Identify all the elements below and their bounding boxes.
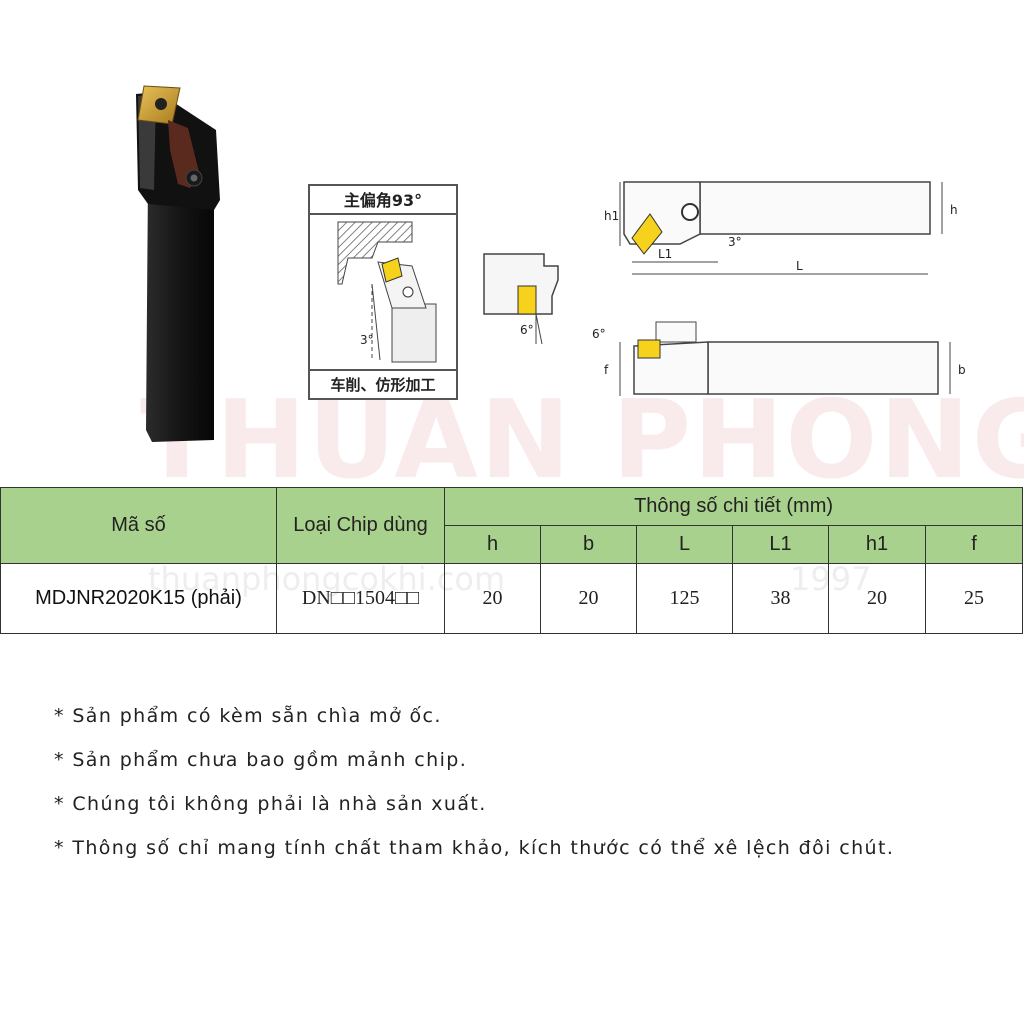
header-code: Mã số bbox=[0, 487, 277, 564]
watermark-brand: THUAN PHONG bbox=[140, 378, 1024, 503]
note-item: * Sản phẩm chưa bao gồm mảnh chip. bbox=[54, 749, 468, 771]
notes-list: * Sản phẩm có kèm sẵn chìa mở ốc. * Sản … bbox=[54, 700, 894, 876]
header-chip: Loại Chip dùng bbox=[276, 487, 445, 564]
note-item: * Sản phẩm có kèm sẵn chìa mở ốc. bbox=[54, 705, 442, 727]
header-spec-group: Thông số chi tiết (mm) bbox=[443, 487, 1024, 526]
diagram-side-view: 6° bbox=[483, 253, 559, 345]
table-row: MDJNR2020K15 (phải) DN□□1504□□ 20 20 125… bbox=[0, 563, 1024, 634]
header-f: f bbox=[924, 525, 1024, 564]
cell-f: 25 bbox=[924, 563, 1024, 634]
angle-6: 6° bbox=[520, 323, 534, 337]
cell-L1: 38 bbox=[732, 563, 829, 634]
spec-table: Mã số Loại Chip dùng Thông số chi tiết (… bbox=[0, 487, 1024, 634]
header-L1: L1 bbox=[732, 525, 829, 564]
cell-h1: 20 bbox=[828, 563, 926, 634]
dim-L: L bbox=[796, 259, 803, 273]
cell-h: 20 bbox=[444, 563, 541, 634]
header-h1: h1 bbox=[828, 525, 926, 564]
diagram-top-view: h1 h 3° L1 L bbox=[604, 181, 958, 275]
header-h: h bbox=[444, 525, 541, 564]
dim-angle-3: 3° bbox=[728, 235, 742, 249]
diagram-front-view: 6° f b bbox=[592, 321, 966, 396]
dim-b: b bbox=[958, 363, 966, 377]
dim-angle-6: 6° bbox=[592, 327, 606, 341]
cell-b: 20 bbox=[540, 563, 637, 634]
diagram-approach-angle: 主偏角93° 3° 车削、仿形加工 bbox=[308, 184, 458, 400]
product-photo-tool-holder bbox=[136, 85, 220, 442]
cell-code: MDJNR2020K15 (phải) bbox=[0, 563, 277, 634]
dim-L1: L1 bbox=[658, 247, 672, 261]
cell-chip: DN□□1504□□ bbox=[276, 563, 445, 634]
cell-L: 125 bbox=[636, 563, 733, 634]
dim-h1: h1 bbox=[604, 209, 619, 223]
note-item: * Chúng tôi không phải là nhà sản xuất. bbox=[54, 793, 487, 815]
dim-h: h bbox=[950, 203, 958, 217]
note-item: * Thông số chỉ mang tính chất tham khảo,… bbox=[54, 837, 895, 859]
operation-caption: 车削、仿形加工 bbox=[330, 376, 435, 394]
header-b: b bbox=[540, 525, 637, 564]
dim-f: f bbox=[604, 363, 609, 377]
header-L: L bbox=[636, 525, 733, 564]
angle-3: 3° bbox=[360, 333, 374, 347]
angle-title: 主偏角93° bbox=[344, 191, 422, 210]
